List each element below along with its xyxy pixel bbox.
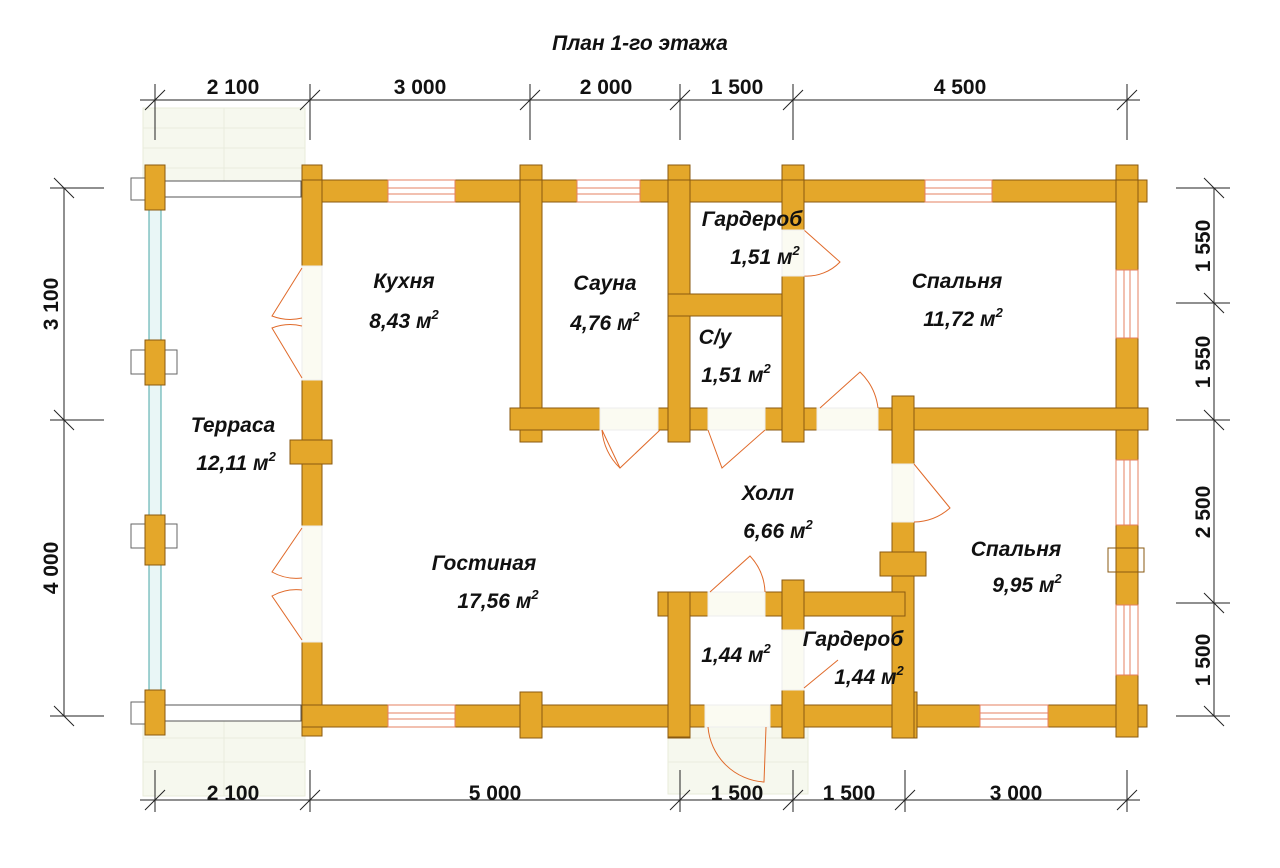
- room-name-sauna: Сауна: [573, 272, 636, 295]
- dim-top-3: 2 000: [580, 76, 633, 99]
- room-area-bathroom: 1,51 м2: [701, 361, 771, 387]
- windows: [387, 179, 1139, 728]
- dim-right-4: 1 500: [1192, 634, 1215, 687]
- dim-right-2: 1 550: [1192, 336, 1215, 389]
- dim-bottom-1: 2 100: [207, 782, 260, 805]
- room-area-kitchen: 8,43 м2: [369, 307, 439, 333]
- dim-bottom-2: 5 000: [469, 782, 522, 805]
- room-area-bedroom-2: 9,95 м2: [992, 571, 1062, 597]
- room-area-sauna: 4,76 м2: [569, 309, 640, 335]
- room-name-living: Гостиная: [432, 552, 537, 575]
- dim-left-2: 4 000: [40, 542, 63, 595]
- room-name-terrace: Терраса: [191, 414, 276, 437]
- room-area-living: 17,56 м2: [457, 587, 539, 613]
- dim-right-1: 1 550: [1192, 220, 1215, 273]
- room-area-terrace: 12,11 м2: [196, 449, 276, 475]
- plan-title: План 1-го этажа: [552, 32, 728, 55]
- room-name-bathroom: С/у: [699, 326, 733, 349]
- room-area-wardrobe-top: 1,51 м2: [730, 243, 800, 269]
- dim-bottom-3: 1 500: [711, 782, 764, 805]
- room-name-bedroom-1: Спальня: [912, 270, 1003, 293]
- room-name-wardrobe-bottom: Гардероб: [803, 628, 904, 651]
- room-name-bedroom-2: Спальня: [971, 538, 1062, 561]
- room-name-hall: Холл: [741, 482, 794, 505]
- dim-left-1: 3 100: [40, 278, 63, 331]
- dim-top-4: 1 500: [711, 76, 764, 99]
- dim-bottom-4: 1 500: [823, 782, 876, 805]
- walls: [144, 164, 1149, 739]
- room-area-wardrobe-bottom: 1,44 м2: [834, 663, 904, 689]
- dim-bottom-5: 3 000: [990, 782, 1043, 805]
- room-labels: Кухня 8,43 м2 Сауна 4,76 м2 Гардероб 1,5…: [191, 208, 1063, 689]
- room-area-bedroom-1: 11,72 м2: [923, 305, 1003, 331]
- room-area-vestibule: 1,44 м2: [701, 641, 771, 667]
- room-name-wardrobe-top: Гардероб: [702, 208, 803, 231]
- room-name-kitchen: Кухня: [373, 270, 434, 293]
- dim-top-2: 3 000: [394, 76, 447, 99]
- dimension-lines: [50, 84, 1230, 812]
- dimension-labels: 2 100 3 000 2 000 1 500 4 500 2 100 5 00…: [40, 76, 1215, 805]
- dim-right-3: 2 500: [1192, 486, 1215, 539]
- doors: [271, 229, 951, 783]
- dim-top-5: 4 500: [934, 76, 987, 99]
- room-area-hall: 6,66 м2: [743, 517, 813, 543]
- dim-top-1: 2 100: [207, 76, 260, 99]
